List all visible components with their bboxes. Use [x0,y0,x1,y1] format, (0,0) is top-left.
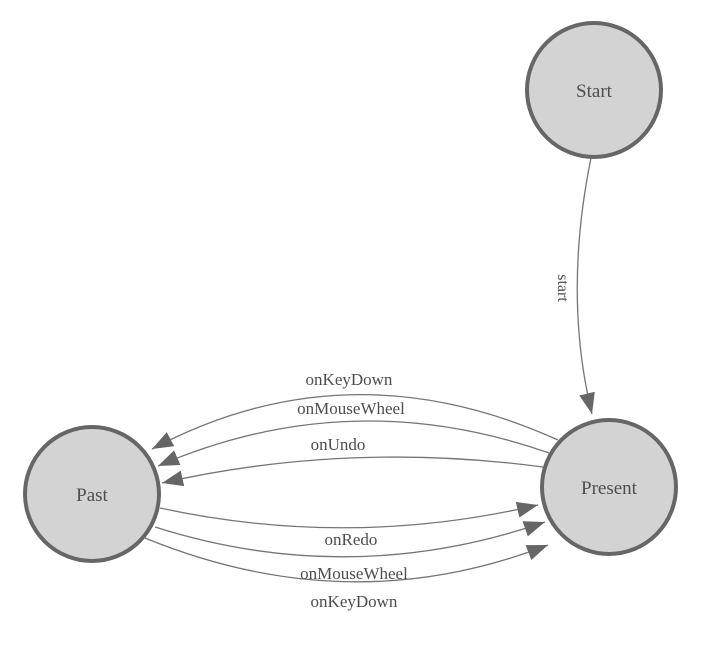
edge-past-to-present-onmousewheel[interactable] [154,521,546,558]
node-past-label: Past [76,485,108,506]
node-present[interactable]: Present [540,418,678,556]
edge-label-onmousewheel-bottom: onMouseWheel [300,564,408,583]
edge-label-onkeydown-top: onKeyDown [306,370,393,389]
edge-label-start: start [554,274,571,302]
edge-present-to-past-onundo[interactable] [161,456,544,487]
node-present-label: Present [581,478,638,499]
node-start-label: Start [576,81,613,102]
node-start-circle[interactable] [525,21,663,159]
edge-label-onredo: onRedo [325,530,378,549]
node-start[interactable]: Start [525,21,663,159]
edge-past-to-present-onredo[interactable] [159,501,539,529]
edge-past-to-present-onkeydown[interactable] [144,537,549,583]
edge-present-to-past-onmousewheel[interactable] [157,420,550,467]
edge-label-onundo: onUndo [311,435,366,454]
edge-present-to-past-onkeydown[interactable] [151,393,559,450]
node-past[interactable]: Past [23,425,161,563]
edge-label-onkeydown-bottom: onKeyDown [311,592,398,611]
node-present-circle[interactable] [540,418,678,556]
edge-label-onmousewheel-top: onMouseWheel [297,399,405,418]
node-past-circle[interactable] [23,425,161,563]
edge-start-to-present[interactable] [576,157,595,415]
